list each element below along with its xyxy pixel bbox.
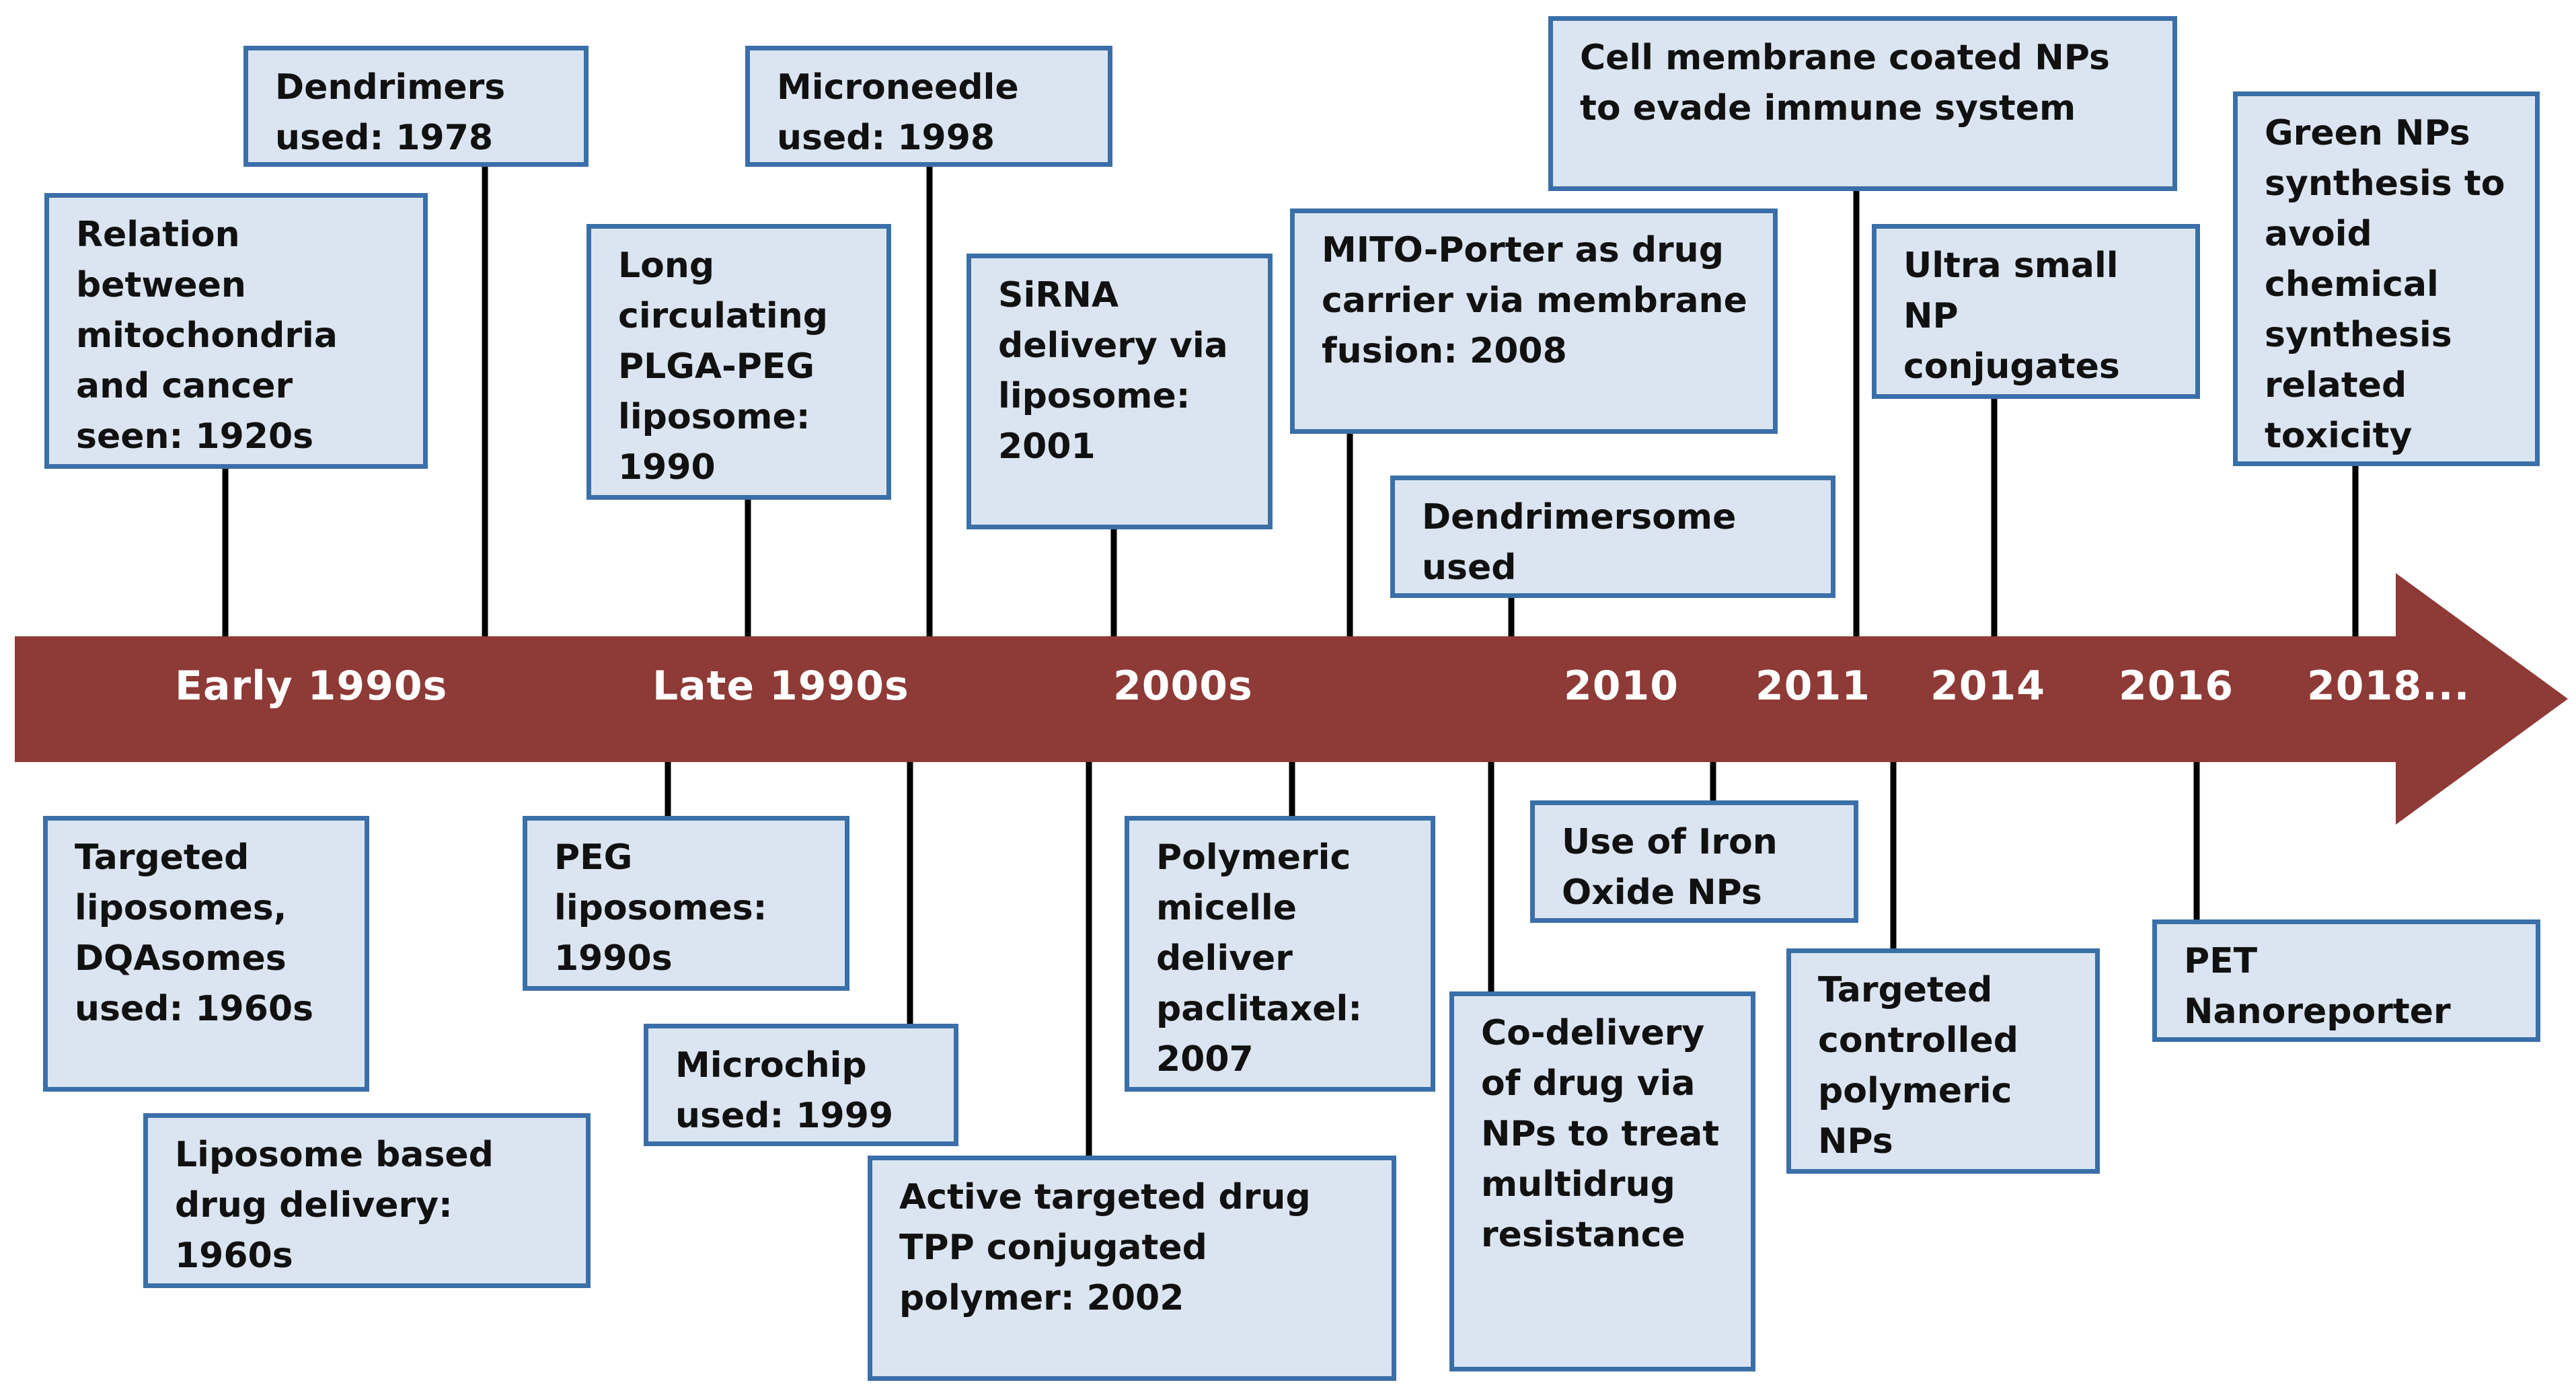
timeline-label-late-1990s: Late 1990s [652,663,909,710]
timeline-label-early-1990s: Early 1990s [175,663,448,710]
event-co-delivery: Co-delivery of drug via NPs to treat mul… [1449,991,1755,1371]
event-ultra-small-np: Ultra small NP conjugates [1872,224,2200,399]
event-mito-porter: MITO-Porter as drug carrier via membrane… [1290,209,1778,434]
timeline-label-2016: 2016 [2119,663,2234,710]
event-dendrimersome: Dendrimersome used [1390,476,1835,598]
event-cell-membrane-coated: Cell membrane coated NPs to evade immune… [1548,16,2177,191]
event-microchip: Microchip used: 1999 [644,1024,958,1146]
event-green-nps: Green NPs synthesis to avoid chemical sy… [2233,91,2540,466]
event-liposome-drug-delivery: Liposome based drug delivery: 1960s [143,1113,591,1288]
timeline-label-2000s: 2000s [1113,663,1253,710]
event-peg-liposomes: PEG liposomes: 1990s [523,816,849,991]
event-relation-mitochondria-cancer: Relation between mitochondria and cancer… [44,193,428,469]
timeline-label-2014: 2014 [1930,663,2045,710]
event-dendrimers: Dendrimers used: 1978 [243,46,589,167]
event-targeted-liposomes-dqasomes: Targeted liposomes, DQAsomes used: 1960s [43,816,369,1092]
timeline-label-2010: 2010 [1564,663,1679,710]
event-sirna-delivery: SiRNA delivery via liposome: 2001 [967,254,1273,529]
event-active-targeted-tpp: Active targeted drug TPP conjugated poly… [868,1156,1396,1381]
event-targeted-controlled-nps: Targeted controlled polymeric NPs [1786,948,2100,1174]
event-plga-peg-liposome: Long circulating PLGA-PEG liposome: 1990 [586,224,891,500]
timeline-label-2018: 2018... [2307,663,2470,710]
event-iron-oxide-nps: Use of Iron Oxide NPs [1530,800,1858,923]
timeline-arrow [15,573,2568,825]
connector-lines [222,165,2359,1158]
event-pet-nanoreporter: PET Nanoreporter [2152,919,2540,1042]
event-polymeric-micelle: Polymeric micelle deliver paclitaxel: 20… [1125,816,1435,1092]
event-microneedle: Microneedle used: 1998 [745,46,1112,167]
timeline-label-2011: 2011 [1755,663,1870,710]
